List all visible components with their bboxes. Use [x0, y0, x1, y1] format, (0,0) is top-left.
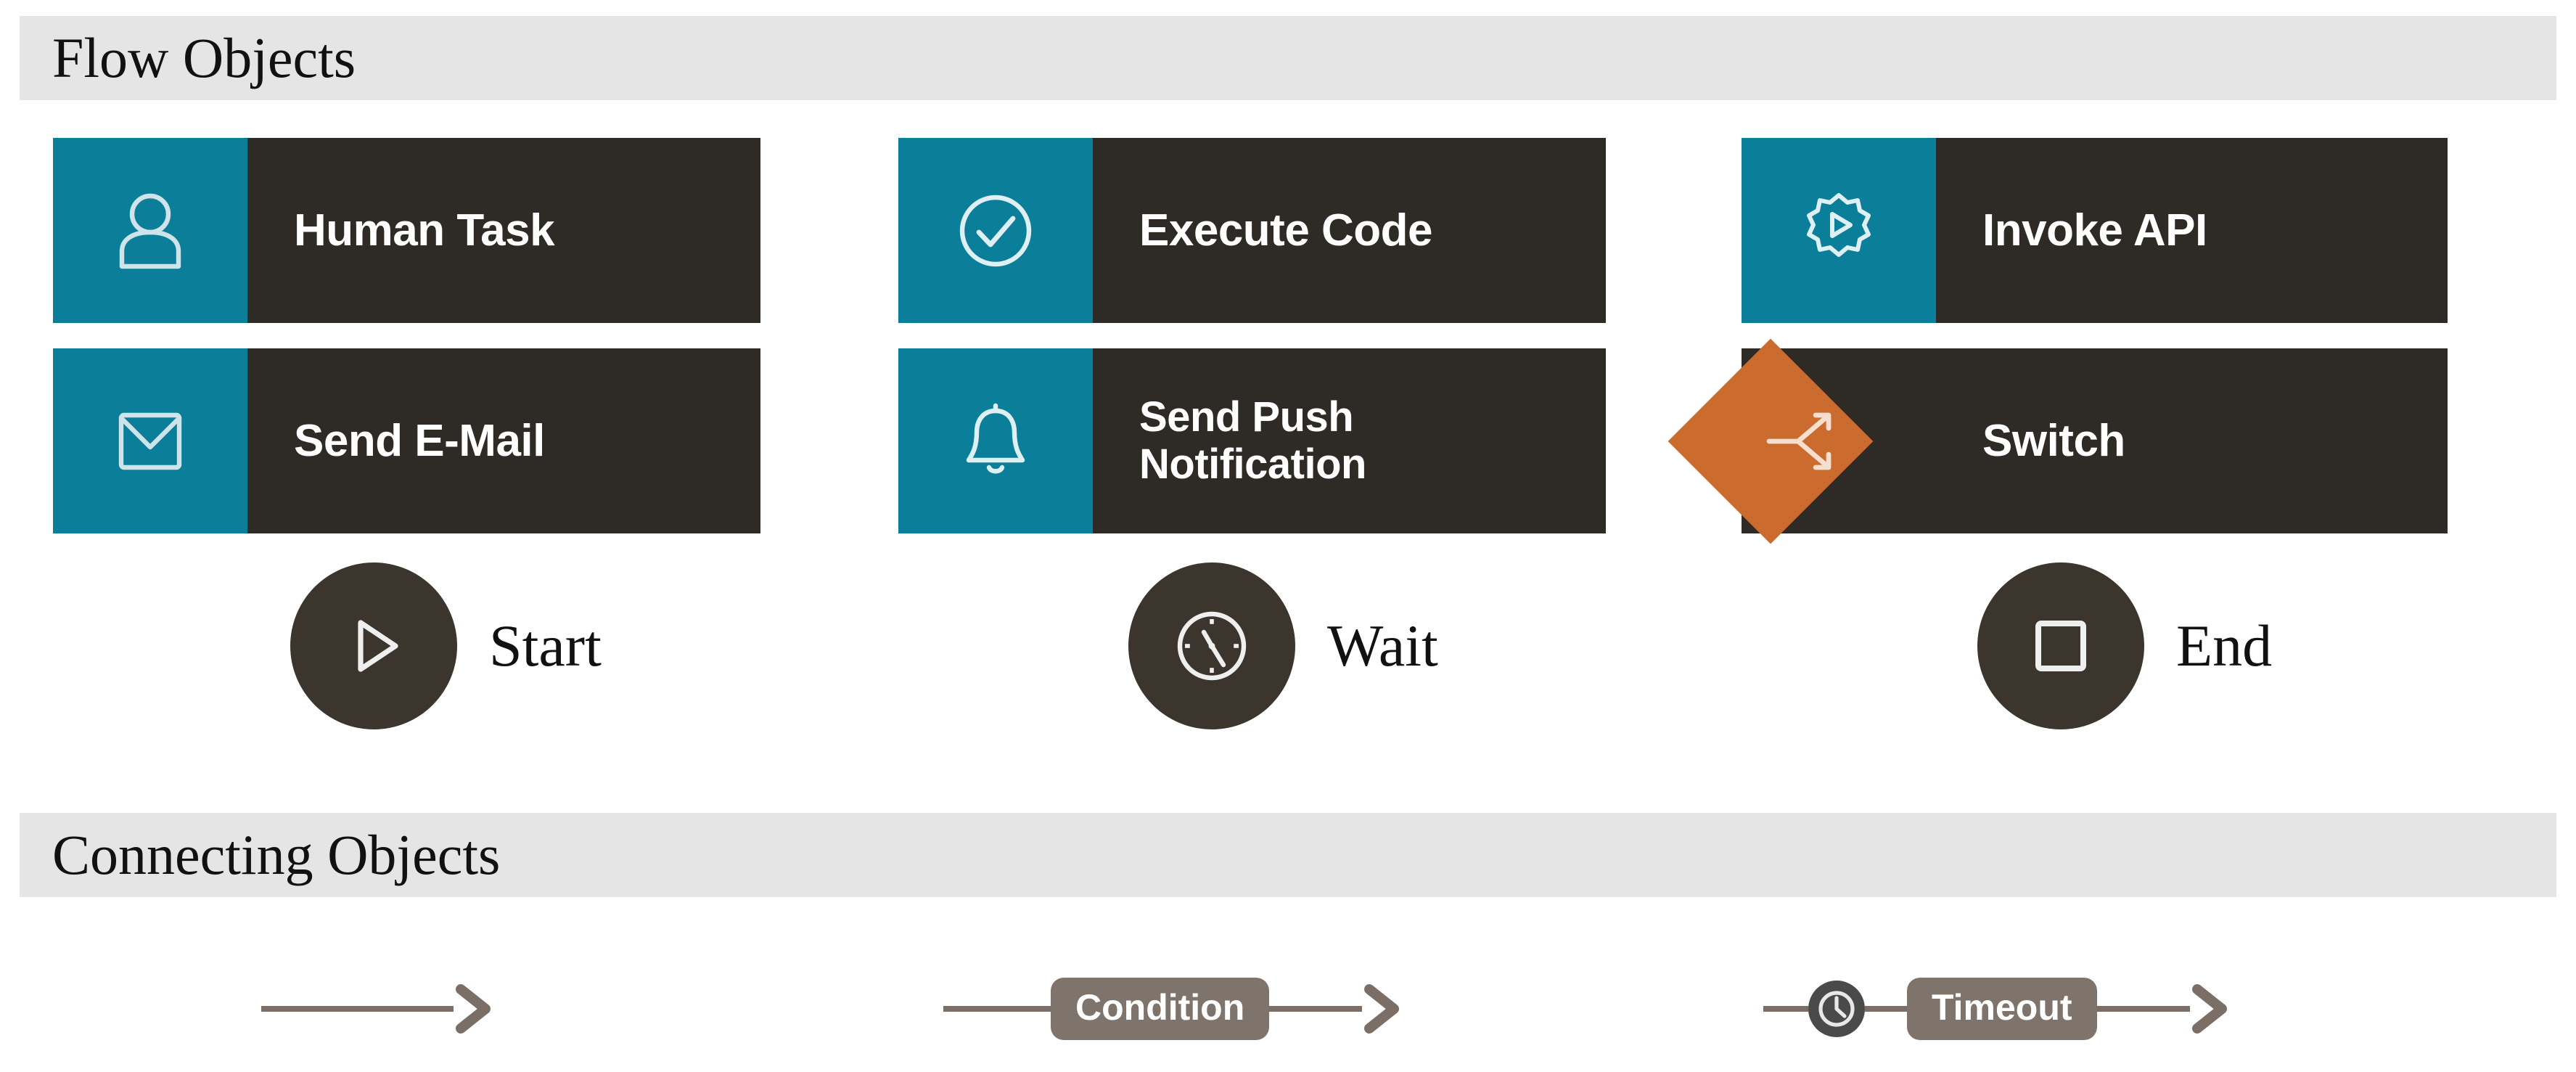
connector-condition[interactable]: Condition	[943, 965, 1407, 1052]
connector-line	[1865, 1006, 1907, 1012]
card-label: Send Push Notification	[1139, 393, 1366, 488]
connector-plain-arrow[interactable]	[261, 965, 499, 1052]
gear-play-icon	[1801, 191, 1876, 271]
connector-timeout[interactable]: Timeout	[1763, 965, 2235, 1052]
arrow-right-icon	[454, 981, 499, 1037]
timer-clock-icon	[1808, 981, 1865, 1037]
flow-object-card-execute-code[interactable]: Execute Code	[898, 138, 1606, 323]
card-icon-pane	[898, 348, 1093, 533]
node-circle	[1128, 562, 1295, 729]
arrow-right-icon	[1362, 981, 1407, 1037]
bell-icon	[962, 402, 1029, 480]
card-label: Invoke API	[1982, 205, 2207, 255]
clock-icon	[1174, 608, 1250, 684]
node-circle	[290, 562, 457, 729]
card-icon-pane	[1742, 138, 1936, 323]
section-header-connecting-objects: Connecting Objects	[20, 813, 2556, 897]
node-label: Start	[489, 613, 602, 679]
card-icon-pane	[898, 138, 1093, 323]
connector-label-timeout[interactable]: Timeout	[1907, 978, 2097, 1040]
connector-line	[1763, 1006, 1808, 1012]
connector-line	[2096, 1006, 2190, 1012]
card-label: Human Task	[294, 205, 555, 255]
person-icon	[112, 191, 188, 271]
play-triangle-icon	[340, 611, 407, 681]
card-icon-pane	[53, 138, 247, 323]
card-label: Switch	[1982, 415, 2125, 466]
section-title: Flow Objects	[52, 26, 356, 89]
section-title: Connecting Objects	[52, 823, 501, 886]
branch-arrows-icon	[1763, 404, 1839, 479]
arrow-right-icon	[2190, 981, 2235, 1037]
flow-object-card-send-email[interactable]: Send E-Mail	[53, 348, 760, 533]
node-circle	[1977, 562, 2144, 729]
flow-node-end[interactable]: End	[1977, 562, 2272, 729]
card-icon-pane	[53, 348, 247, 533]
card-label: Execute Code	[1139, 205, 1433, 255]
flow-object-card-send-push-notification[interactable]: Send Push Notification	[898, 348, 1606, 533]
envelope-icon	[114, 404, 186, 479]
flow-node-wait[interactable]: Wait	[1128, 562, 1438, 729]
connector-line	[261, 1006, 454, 1012]
flow-node-start[interactable]: Start	[290, 562, 602, 729]
card-icon-pane	[1668, 338, 1936, 544]
connector-line	[943, 1006, 1051, 1012]
node-label: End	[2176, 613, 2273, 679]
flow-object-card-switch[interactable]: Switch	[1668, 338, 2448, 544]
connector-label-condition[interactable]: Condition	[1051, 978, 1270, 1040]
flow-object-card-human-task[interactable]: Human Task	[53, 138, 760, 323]
section-header-flow-objects: Flow Objects	[20, 16, 2556, 100]
flow-object-card-invoke-api[interactable]: Invoke API	[1742, 138, 2448, 323]
stop-square-icon	[2030, 615, 2092, 677]
node-label: Wait	[1327, 613, 1438, 679]
check-circle-icon	[956, 192, 1035, 270]
card-label: Send E-Mail	[294, 415, 545, 466]
connector-line	[1269, 1006, 1363, 1012]
